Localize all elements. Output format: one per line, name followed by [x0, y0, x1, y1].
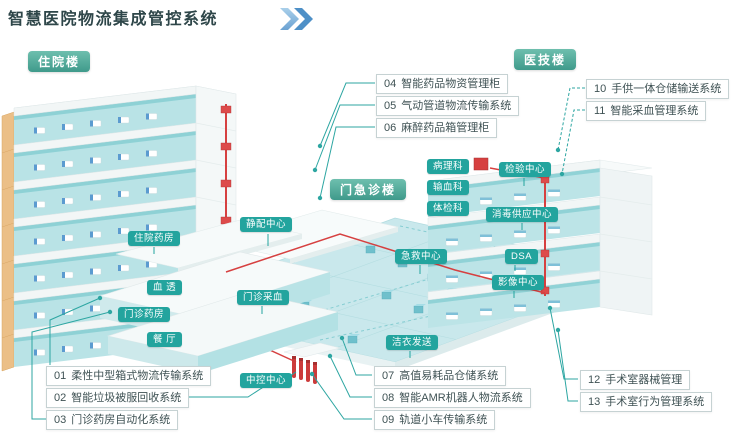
dept-tag-iv-center: 静配中心: [240, 217, 293, 232]
dept-tag-dsa: DSA: [505, 249, 539, 264]
callout-label: 门诊药房自动化系统: [71, 414, 171, 426]
callout-number: 04: [384, 78, 397, 90]
dept-tag-canteen: 餐 厅: [147, 332, 183, 347]
callout-02: 02 智能垃圾被服回收系统: [46, 388, 190, 408]
callout-07: 07 高值易耗品仓储系统: [374, 366, 507, 386]
callout-label: 智能AMR机器人物流系统: [399, 392, 523, 404]
callout-number: 10: [594, 83, 607, 95]
callout-label: 手供一体仓储输送系统: [611, 83, 722, 95]
callout-number: 05: [384, 100, 397, 112]
building-label-inpatient: 住院楼: [28, 51, 91, 72]
callout-number: 01: [54, 370, 67, 382]
callout-number: 02: [54, 392, 67, 404]
building-label-medtech: 医技楼: [514, 49, 577, 70]
callout-13: 13 手术室行为管理系统: [580, 392, 713, 412]
callout-number: 06: [384, 122, 397, 134]
callout-number: 07: [382, 370, 395, 382]
callout-08: 08 智能AMR机器人物流系统: [374, 388, 531, 408]
lab-analyzer: [473, 157, 489, 171]
callout-label: 智能垃圾被服回收系统: [71, 392, 182, 404]
dept-tag-outpatient-pharmacy: 门诊药房: [118, 307, 171, 322]
callout-number: 03: [54, 414, 67, 426]
callout-number: 08: [382, 392, 395, 404]
callout-number: 09: [382, 414, 395, 426]
page-title: 智慧医院物流集成管控系统: [8, 11, 219, 28]
callout-label: 麻醉药品箱管理柜: [401, 122, 490, 134]
callout-label: 手术室器械管理: [605, 374, 683, 386]
callout-connectors: [31, 82, 585, 420]
dept-tag-blood-transfusion: 输血科: [427, 180, 470, 195]
callout-label: 智能采血管理系统: [610, 105, 699, 117]
dept-tag-control-center: 中控中心: [240, 373, 293, 388]
dept-tag-imaging-center: 影像中心: [492, 275, 545, 290]
dept-tag-clean-linen: 洁衣发送: [386, 335, 439, 350]
callout-05: 05 气动管道物流传输系统: [376, 96, 520, 116]
callout-label: 高值易耗品仓储系统: [399, 370, 499, 382]
callout-number: 13: [588, 396, 601, 408]
callout-number: 11: [594, 105, 606, 117]
dept-tag-inpatient-pharmacy: 住院药房: [128, 231, 181, 246]
dept-tag-emergency-center: 急救中心: [395, 249, 448, 264]
callout-10: 10 手供一体仓储输送系统: [586, 79, 730, 99]
callout-01: 01 柔性中型箱式物流传输系统: [46, 366, 212, 386]
dept-tag-outpatient-blood: 门诊采血: [237, 290, 290, 305]
callout-12: 12 手术室器械管理: [580, 370, 691, 390]
callout-04: 04 智能药品物资管理柜: [376, 74, 509, 94]
building-label-outpatient: 门急诊楼: [330, 179, 407, 200]
dept-tag-disinfection-supply: 消毒供应中心: [486, 207, 559, 222]
dept-tag-lab-center: 检验中心: [499, 162, 552, 177]
dept-tag-hemodialysis: 血 透: [147, 280, 183, 295]
pneumatic-station: [283, 342, 341, 384]
callout-label: 柔性中型箱式物流传输系统: [71, 370, 204, 382]
callout-11: 11 智能采血管理系统: [586, 101, 707, 121]
callout-06: 06 麻醉药品箱管理柜: [376, 118, 498, 138]
callout-label: 气动管道物流传输系统: [401, 100, 512, 112]
dept-tag-pathology: 病理科: [427, 159, 470, 174]
callout-09: 09 轨道小车传输系统: [374, 410, 496, 430]
callout-label: 轨道小车传输系统: [399, 414, 488, 426]
dept-tag-physical-exam: 体检科: [427, 201, 470, 216]
double-chevron-icon: [280, 8, 313, 30]
callout-label: 手术室行为管理系统: [605, 396, 705, 408]
callout-number: 12: [588, 374, 601, 386]
callout-label: 智能药品物资管理柜: [401, 78, 501, 90]
callout-03: 03 门诊药房自动化系统: [46, 410, 179, 430]
